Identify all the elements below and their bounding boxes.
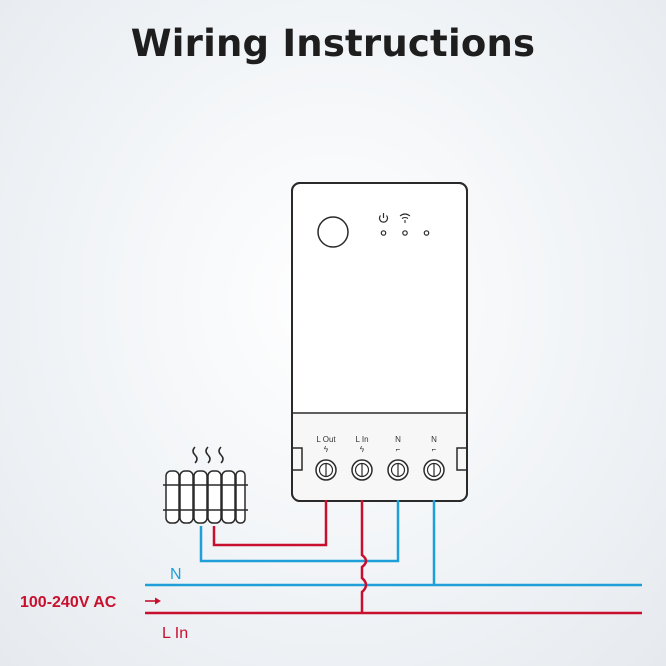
terminal-label-lin: L In	[355, 435, 368, 444]
terminal-screw-lin	[351, 459, 373, 481]
terminal-symbol-lin: ϟ	[360, 445, 365, 454]
live-label: L In	[162, 625, 188, 642]
led-power	[380, 230, 387, 236]
power-icon	[378, 213, 389, 223]
heater-icon	[163, 446, 248, 524]
terminal-screw-n2	[423, 459, 445, 481]
live-out-wire	[212, 500, 328, 547]
terminal-symbol-n1: ⌐	[396, 445, 401, 454]
wifi-icon	[399, 213, 411, 223]
page-title: Wiring Instructions	[130, 22, 536, 65]
terminal-label-lout: L Out	[316, 435, 336, 444]
neutral-label: N	[170, 566, 182, 583]
terminal-label-n1: N	[395, 435, 401, 444]
terminal-label-n2: N	[431, 435, 437, 444]
neutral-wire-heater	[199, 500, 400, 563]
terminal-screw-lout	[315, 459, 337, 481]
arrow-right-icon	[145, 597, 161, 605]
smart-switch-device	[291, 182, 468, 502]
terminal-symbol-lout: ϟ	[324, 445, 329, 454]
supply-voltage-label: 100-240V AC	[20, 594, 117, 611]
led-wifi	[402, 230, 408, 236]
terminal-screw-n1	[387, 459, 409, 481]
terminal-symbol-n2: ⌐	[432, 445, 437, 454]
live-in-wire	[360, 500, 368, 613]
pair-button	[317, 216, 349, 248]
led-status	[423, 230, 430, 236]
